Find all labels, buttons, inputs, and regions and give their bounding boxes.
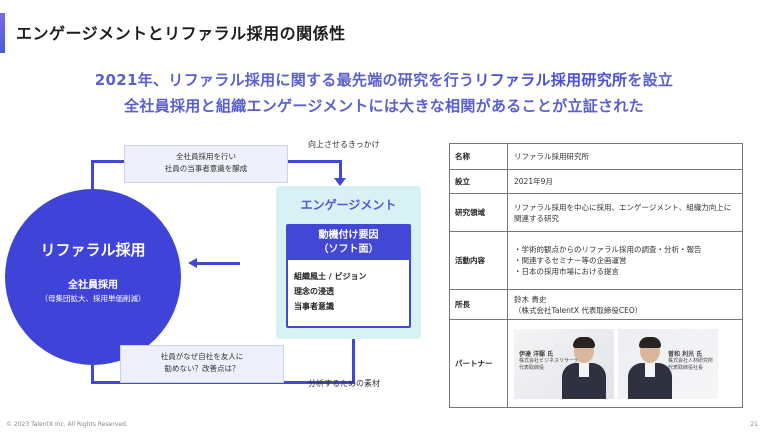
note-bottom-line-1: 社員がなぜ自社を友人に [160, 352, 244, 361]
motivation-card-header: 動機付け要因 （ソフト面） [288, 226, 409, 260]
table-value: リファラル採用を中心に採用、エンゲージメント、組織力向上に関連する研究 [507, 193, 743, 232]
motivation-head-line-2: （ソフト面） [318, 244, 379, 255]
motivation-list: 組織風土 / ビジョン 理念の浸透 当事者意識 [288, 260, 409, 314]
partner-photo: 伊達 洋駆 氏 株式会社ビジネスリサーチラボ 代表取締役 [514, 328, 614, 399]
headline-line-1: 2021年、リファラル採用に関する最先端の研究を行うリファラル採用研究所を設立 [0, 69, 768, 90]
table-value: 鈴木 貴史 （株式会社TalentX 代表取締役CEO） [507, 289, 743, 320]
partner-name: 伊達 洋駆 氏 [519, 350, 554, 358]
table-row: 所長 鈴木 貴史 （株式会社TalentX 代表取締役CEO） [449, 289, 743, 320]
headline-highlight: リファラル採用研究所 [474, 71, 628, 89]
partner-portrait [562, 336, 606, 399]
table-row: 活動内容 ・学術的観点からのリファラル採用の調査・分析・報告 ・関連するセミナー… [449, 231, 743, 290]
arrow-left-icon [188, 258, 197, 268]
engagement-box: エンゲージメント 動機付け要因 （ソフト面） 組織風土 / ビジョン 理念の浸透… [276, 186, 421, 339]
label-trigger: 向上させるきっかけ [308, 140, 380, 149]
referral-circle-subtitle: 全社員採用 [68, 280, 118, 291]
footer-copyright: © 2023 TalentX Inc. All Rights Reserved. [6, 421, 128, 428]
label-analysis-material: 分析するための素材 [308, 379, 380, 388]
director-title: （株式会社TalentX 代表取締役CEO） [514, 305, 643, 315]
motivation-head-line-1: 動機付け要因 [318, 230, 379, 241]
table-value: 2021年9月 [507, 169, 743, 194]
table-row: 研究領域 リファラル採用を中心に採用、エンゲージメント、組織力向上に関連する研究 [449, 193, 743, 232]
loop-line-top-right [339, 160, 342, 180]
activity-line: ・学術的観点からのリファラル採用の調査・分析・報告 [514, 245, 702, 254]
motivation-card: 動機付け要因 （ソフト面） 組織風土 / ビジョン 理念の浸透 当事者意識 [286, 224, 411, 328]
table-row: パートナー 伊達 洋駆 氏 株式会社ビジネスリサーチラボ 代表取締役 [449, 319, 743, 408]
motivation-item: 当事者意識 [294, 302, 334, 311]
note-top-line-1: 全社員採用を行い [176, 152, 236, 161]
referral-circle-note: （母集団拡大、採用単価削減） [40, 294, 146, 303]
table-key: パートナー [449, 319, 508, 408]
page-number: 21 [750, 421, 758, 428]
table-value: リファラル採用研究所 [507, 143, 743, 170]
slide-title: エンゲージメントとリファラル採用の関係性 [16, 24, 346, 43]
headline-line-2: 全社員採用と組織エンゲージメントには大きな相関があることが立証された [124, 97, 644, 115]
table-key: 研究領域 [449, 193, 508, 232]
partner-org: 株式会社人材研究所 [667, 357, 713, 364]
partner-role: 代表取締役社長 [667, 364, 703, 371]
partner-role: 代表取締役 [519, 364, 545, 371]
table-key: 名称 [449, 143, 508, 170]
partner-portrait [628, 336, 672, 399]
activity-line: ・日本の採用市場における提言 [514, 267, 619, 276]
note-box-top: 全社員採用を行い 社員の当事者意識を醸成 [124, 145, 288, 183]
partner-caption: 曽和 利光 氏 株式会社人材研究所 代表取締役社長 [668, 351, 713, 372]
table-value: 伊達 洋駆 氏 株式会社ビジネスリサーチラボ 代表取締役 曽和 利光 氏 株式会… [507, 319, 743, 408]
partner-org: 株式会社ビジネスリサーチラボ [519, 357, 590, 364]
loop-line-bottom-right [352, 338, 355, 384]
note-box-bottom: 社員がなぜ自社を友人に 勧めない？改善点は？ [120, 345, 284, 383]
table-key: 活動内容 [449, 231, 508, 290]
table-row: 設立 2021年9月 [449, 169, 743, 194]
partner-photo: 曽和 利光 氏 株式会社人材研究所 代表取締役社長 [618, 328, 718, 399]
motivation-item: 理念の浸透 [294, 287, 334, 296]
loop-line-bottom-left [91, 362, 94, 384]
engagement-title: エンゲージメント [300, 198, 397, 212]
loop-line-top-left [91, 160, 94, 192]
partner-photos: 伊達 洋駆 氏 株式会社ビジネスリサーチラボ 代表取締役 曽和 利光 氏 株式会… [514, 328, 736, 399]
note-top-line-2: 社員の当事者意識を醸成 [164, 164, 248, 173]
partner-name: 曽和 利光 氏 [667, 350, 703, 358]
activity-line: ・関連するセミナー等の企画運営 [514, 256, 627, 265]
partner-caption: 伊達 洋駆 氏 株式会社ビジネスリサーチラボ 代表取締役 [519, 351, 589, 372]
headline-line-1-pre: 2021年、リファラル採用に関する最先端の研究を行う [94, 71, 475, 89]
referral-circle-title: リファラル採用 [40, 241, 146, 259]
institute-info-table: 名称 リファラル採用研究所 設立 2021年9月 研究領域 リファラル採用を中心… [449, 143, 743, 408]
table-key: 所長 [449, 289, 508, 320]
title-accent-bar [0, 13, 5, 53]
arrow-left-line [196, 262, 240, 265]
table-row: 名称 リファラル採用研究所 [449, 143, 743, 170]
arrow-down-icon [334, 178, 346, 186]
note-bottom-line-2: 勧めない？改善点は？ [164, 364, 240, 373]
motivation-item: 組織風土 / ビジョン [294, 272, 367, 281]
table-key: 設立 [449, 169, 508, 194]
director-name: 鈴木 貴史 [514, 294, 547, 304]
table-value: ・学術的観点からのリファラル採用の調査・分析・報告 ・関連するセミナー等の企画運… [507, 231, 743, 290]
referral-circle: リファラル採用 全社員採用 （母集団拡大、採用単価削減） [5, 189, 181, 365]
headline-line-1-post: を設立 [627, 71, 674, 89]
